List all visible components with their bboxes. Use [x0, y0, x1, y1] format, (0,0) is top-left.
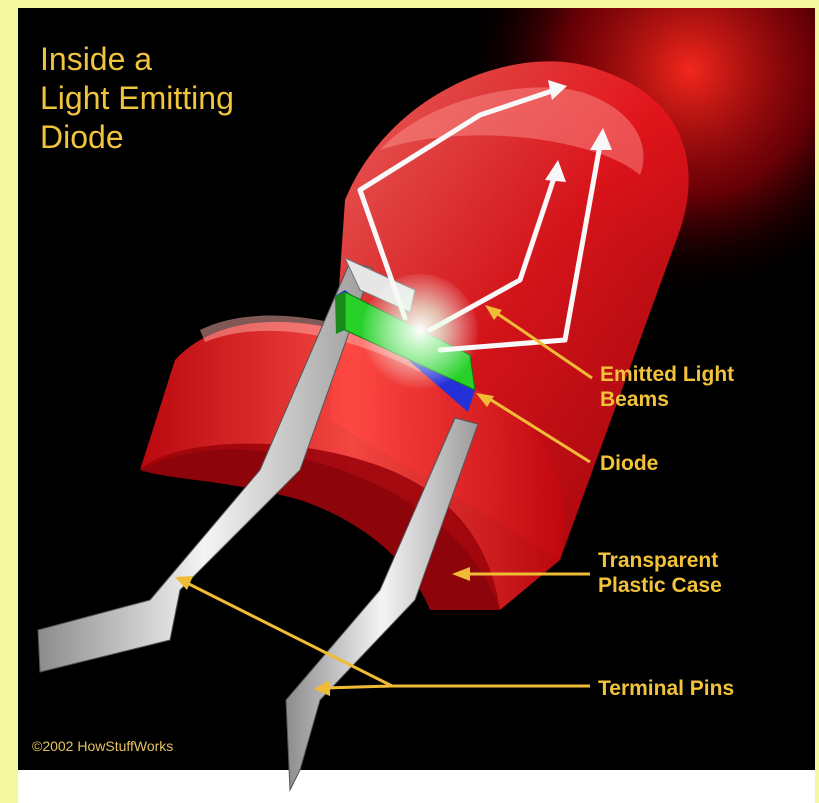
label-diode: Diode [600, 451, 658, 476]
pins-leader-right [326, 686, 392, 688]
diagram-title: Inside a Light Emitting Diode [40, 40, 340, 157]
label-terminal-pins: Terminal Pins [598, 676, 734, 701]
label-emitted-light-beams: Emitted Light Beams [600, 362, 734, 412]
label-transparent-plastic-case: Transparent Plastic Case [598, 548, 722, 598]
diode-chip-side [335, 292, 345, 334]
light-spark [362, 274, 478, 390]
copyright-notice: ©2002 HowStuffWorks [32, 738, 173, 754]
